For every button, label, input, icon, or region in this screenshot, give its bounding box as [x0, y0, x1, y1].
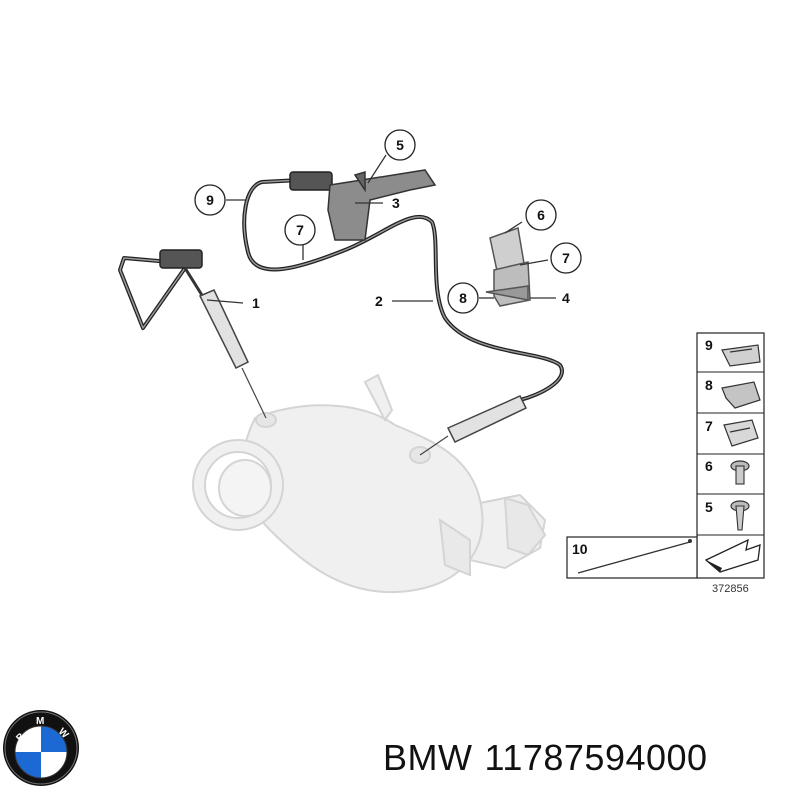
callout-2: 2 [375, 293, 383, 309]
legend-label-5: 5 [705, 499, 713, 515]
clip-9-icon [721, 344, 761, 367]
legend-label-7: 7 [705, 418, 713, 434]
svg-text:7: 7 [296, 222, 304, 238]
svg-text:1: 1 [252, 295, 260, 311]
callout-6: 6 [525, 199, 557, 231]
bracket-right [485, 226, 531, 307]
svg-text:5: 5 [396, 137, 404, 153]
catalytic-converter [192, 373, 547, 594]
legend-label-6: 6 [705, 458, 713, 474]
svg-text:M: M [36, 716, 44, 727]
callout-8: 8 [447, 282, 479, 314]
svg-text:7: 7 [562, 250, 570, 266]
callout-4: 4 [562, 290, 570, 306]
cable-tie-icon [577, 541, 691, 574]
clip-8-icon [721, 381, 761, 409]
svg-text:6: 6 [537, 207, 545, 223]
bmw-logo: B M W [3, 710, 79, 786]
callout-5: 5 [384, 129, 416, 161]
callout-3: 3 [392, 195, 400, 211]
svg-text:10: 10 [572, 541, 588, 557]
part-number: 11787594000 [484, 737, 708, 778]
callout-7-right: 7 [550, 242, 582, 274]
screw-6-icon [730, 460, 750, 485]
oxygen-sensor-upstream [118, 249, 267, 419]
callout-1: 1 [252, 295, 260, 311]
svg-text:9: 9 [206, 192, 214, 208]
screw-5-icon [730, 500, 750, 531]
brand-name: BMW [383, 737, 473, 778]
legend-label-8: 8 [705, 377, 713, 393]
direction-arrow-icon [704, 538, 761, 573]
legend-item-10: 10 [566, 536, 698, 579]
bracket-upper [327, 169, 437, 241]
svg-text:8: 8 [459, 290, 467, 306]
parts-legend: 9 8 7 6 5 [696, 332, 765, 579]
callout-9: 9 [194, 184, 226, 216]
svg-text:3: 3 [392, 195, 400, 211]
clip-7-icon [723, 419, 759, 447]
svg-text:4: 4 [562, 290, 570, 306]
oxygen-sensor-downstream [242, 171, 564, 456]
drawing-number: 372856 [712, 583, 749, 595]
legend-label-9: 9 [705, 337, 713, 353]
leader-lines [206, 154, 556, 304]
svg-text:2: 2 [375, 293, 383, 309]
part-label: BMW 11787594000 [383, 737, 720, 779]
callout-7-left: 7 [284, 214, 316, 246]
